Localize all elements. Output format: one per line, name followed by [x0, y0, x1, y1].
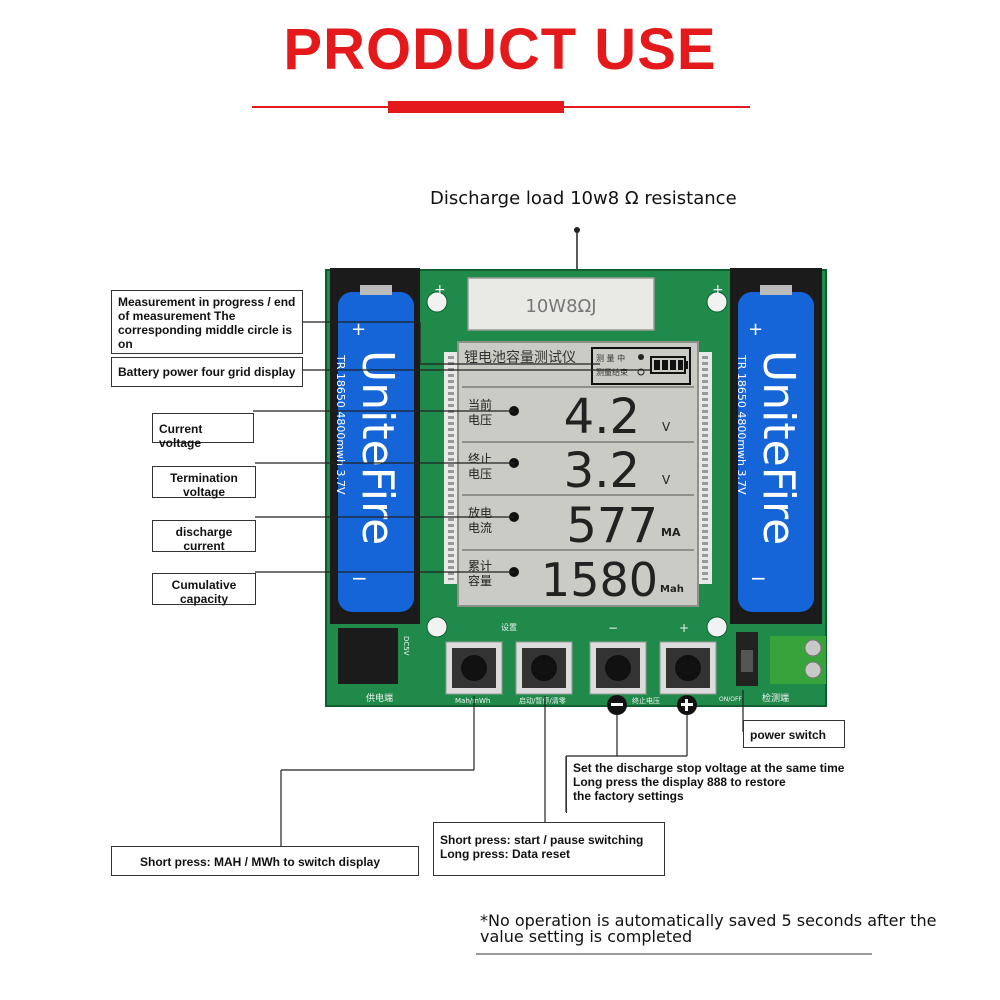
resistor-caption: Discharge load 10w8 Ω resistance — [430, 188, 737, 209]
label-set: 设置 — [501, 622, 517, 632]
mount-hole — [426, 291, 448, 313]
lcd-pins-left — [444, 352, 458, 584]
right-battery-brand: UniteFire — [753, 350, 804, 545]
lcd-row-cumulative-capacity: 累计 容量 1580 Mah — [468, 553, 684, 607]
status-dot-on — [638, 354, 644, 360]
label-plus: + — [679, 621, 689, 635]
footnote: *No operation is automatically saved 5 s… — [480, 911, 937, 946]
label-start-pause: 启动/暂停/清零 — [519, 696, 566, 705]
lcd-status-box — [591, 347, 691, 385]
svg-text:V: V — [662, 420, 671, 434]
left-battery-plus: + — [351, 319, 366, 340]
svg-text:3.2: 3.2 — [564, 443, 640, 499]
right-battery-spec: TR 18650 4800mwh 3.7V — [735, 354, 748, 495]
callout-discharge-current: discharge current — [152, 520, 256, 553]
dc-jack — [338, 628, 398, 684]
right-battery-minus: − — [750, 566, 767, 590]
right-battery — [738, 292, 814, 612]
lcd-row-current-voltage: 当前 电压 4.2 V — [468, 389, 671, 445]
lcd-status-top: 测 量 中 — [596, 353, 625, 363]
callout-start-pause-line1: Short press: start / pause switching — [440, 833, 644, 847]
mount-hole — [426, 616, 448, 638]
svg-text:容量: 容量 — [468, 573, 492, 588]
svg-text:Mah: Mah — [660, 584, 684, 595]
svg-text:当前: 当前 — [468, 397, 492, 412]
callout-power-switch: power switch — [743, 720, 845, 748]
label-stop-voltage: 终止电压 — [632, 696, 660, 705]
svg-text:1580: 1580 — [541, 553, 658, 607]
left-battery-minus: − — [351, 566, 368, 590]
lcd-row-discharge-current: 放电 电流 577 MA — [468, 498, 681, 554]
svg-text:终止: 终止 — [468, 451, 492, 466]
lcd-row-termination-voltage: 终止 电压 3.2 V — [468, 443, 671, 499]
label-on-off: ON/OFF — [719, 696, 742, 703]
button-plus — [659, 641, 717, 695]
svg-text:电流: 电流 — [468, 521, 492, 535]
svg-text:电压: 电压 — [468, 467, 492, 481]
callout-measurement-status: Measurement in progress / end of measure… — [111, 290, 303, 354]
title-underline-bar — [388, 101, 564, 113]
label-dc: DC5V — [402, 636, 410, 656]
button-minus — [589, 641, 647, 695]
resistor-marking: 10W8ΩJ — [525, 296, 596, 317]
right-battery-plus: + — [748, 319, 763, 340]
callout-cumulative-capacity: Cumulative capacity — [152, 573, 256, 606]
svg-text:MA: MA — [661, 526, 681, 539]
lcd-screen — [457, 341, 699, 607]
left-battery — [338, 292, 414, 612]
label-board-plus-left: + — [434, 282, 446, 298]
mount-hole — [706, 616, 728, 638]
lcd-pins-right — [698, 352, 712, 584]
label-minus: − — [608, 621, 618, 635]
lcd-status-bottom: 测量结束 — [596, 367, 628, 377]
svg-text:577: 577 — [566, 498, 658, 554]
left-battery-cap — [360, 285, 392, 295]
callout-stop-voltage-line1: Set the discharge stop voltage at the sa… — [573, 761, 845, 775]
label-detect: 检测端 — [762, 692, 789, 704]
callout-start-pause-line2: Long press: Data reset — [440, 847, 571, 861]
callout-current-voltage: Current voltage — [152, 413, 254, 450]
mount-hole — [706, 291, 728, 313]
svg-text:累计: 累计 — [468, 559, 492, 573]
callout-stop-voltage-line2: Long press the display 888 to restore — [573, 775, 786, 789]
svg-text:电压: 电压 — [468, 413, 492, 427]
callout-battery-grid: Battery power four grid display — [111, 357, 303, 387]
callout-stop-voltage-line3: the factory settings — [573, 789, 684, 803]
callout-start-pause: Short press: start / pause switching Lon… — [433, 822, 665, 876]
lcd-header: 锂电池容量测试仪 — [464, 349, 576, 366]
button-start-pause — [515, 641, 573, 695]
resistor-pointer-dot — [574, 227, 580, 233]
footnote-underline — [476, 953, 872, 955]
left-battery-spec: TR 18650 4800mwh 3.7V — [334, 354, 347, 495]
callout-stop-voltage: Set the discharge stop voltage at the sa… — [566, 757, 852, 813]
callout-mah-switch: Short press: MAH / MWh to switch display — [111, 846, 419, 876]
right-battery-cap — [760, 285, 792, 295]
button-mah-mwh — [445, 641, 503, 695]
page-title: PRODUCT USE — [283, 17, 717, 82]
svg-text:4.2: 4.2 — [564, 389, 640, 445]
svg-text:放电: 放电 — [468, 505, 492, 520]
label-board-plus-right: + — [712, 282, 724, 298]
callout-termination-voltage: Termination voltage — [152, 466, 256, 499]
label-mah-mwh: Mah/mWh — [455, 697, 490, 705]
status-dot-off — [637, 368, 645, 376]
svg-text:V: V — [662, 473, 671, 487]
label-supply: 供电端 — [366, 692, 393, 704]
resistor — [467, 277, 655, 331]
left-battery-brand: UniteFire — [352, 350, 403, 545]
